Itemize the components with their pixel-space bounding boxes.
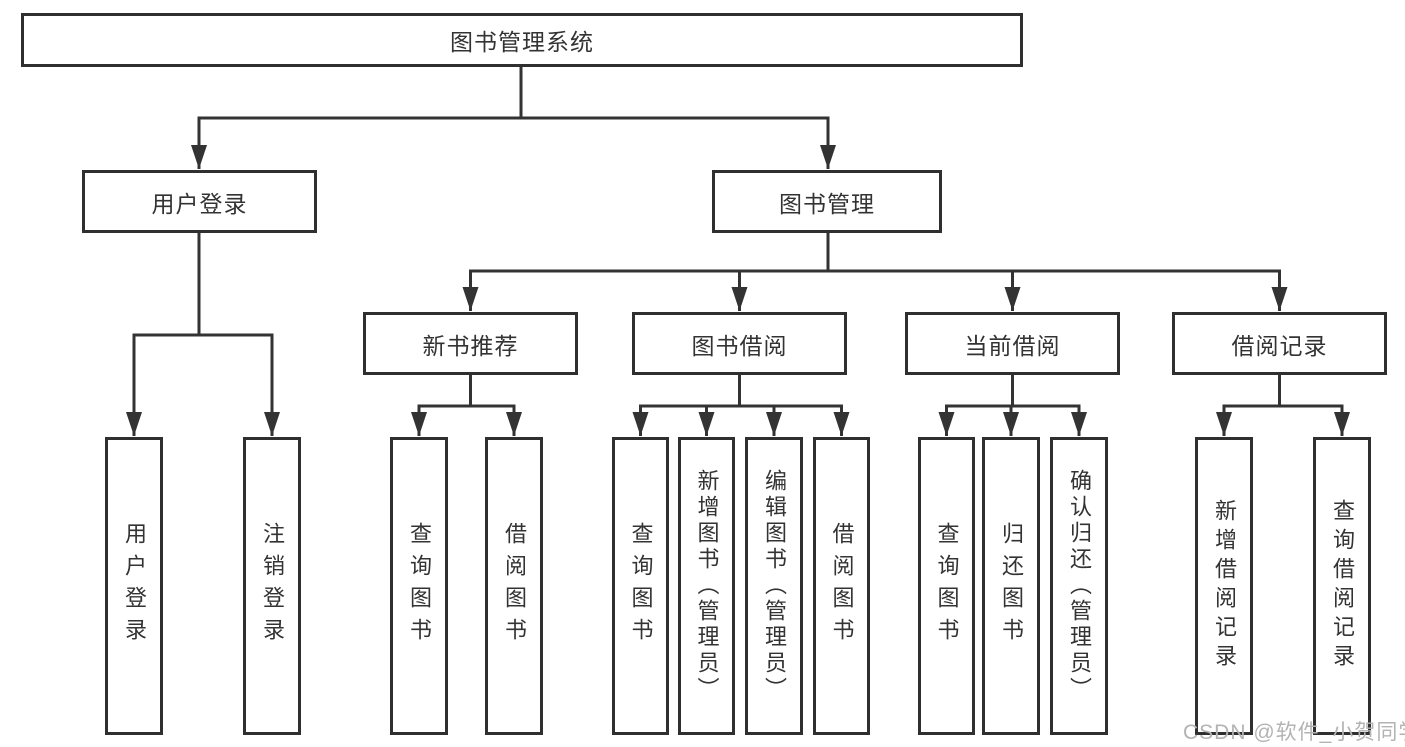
connector-current-to-leaves [938, 375, 1087, 436]
leaf-confirm-return-admin: 确认归还（管理员） [1050, 437, 1108, 735]
leaf-query-borrow-record-label: 查询借阅记录 [1330, 499, 1355, 673]
leaf-edit-book-admin: 编辑图书（管理员） [745, 437, 803, 735]
leaf-logout-login-label: 注销登录 [260, 522, 285, 650]
leaf-add-borrow-record: 新增借阅记录 [1195, 437, 1253, 735]
leaf-query-books-recommend: 查询图书 [390, 437, 448, 735]
connector-root-to-level2 [191, 67, 836, 169]
node-user-login-label: 用户登录 [151, 190, 248, 217]
root-node-system-title: 图书管理系统 [21, 13, 1023, 67]
leaf-query-books-borrow-label: 查询图书 [628, 522, 654, 650]
leaf-query-books-borrow: 查询图书 [612, 437, 669, 735]
node-borrow-records-label: 借阅记录 [1231, 332, 1328, 359]
csdn-watermark: CSDN @软件_小贺同学 [1183, 721, 1405, 744]
leaf-borrow-books-borrow-label: 借阅图书 [829, 522, 855, 650]
connector-bookmgmt-to-level3 [462, 233, 1288, 311]
leaf-borrow-books-recommend-label: 借阅图书 [502, 522, 527, 650]
leaf-user-login: 用户登录 [105, 437, 163, 735]
node-new-book-recommend: 新书推荐 [363, 312, 578, 375]
leaf-query-borrow-record: 查询借阅记录 [1313, 437, 1371, 735]
leaf-return-book-label: 归还图书 [999, 522, 1024, 650]
connector-userlogin-to-leaves [126, 233, 280, 436]
node-current-borrow-label: 当前借阅 [964, 332, 1061, 359]
leaf-add-book-admin-label: 新增图书（管理员） [694, 469, 720, 703]
node-book-borrow: 图书借阅 [632, 312, 847, 375]
connector-records-to-leaves [1216, 375, 1350, 436]
root-node-label: 图书管理系统 [450, 29, 594, 55]
connector-borrow-to-leaves [632, 375, 850, 436]
node-book-management: 图书管理 [712, 170, 942, 233]
leaf-borrow-books-recommend: 借阅图书 [485, 437, 543, 735]
leaf-add-book-admin: 新增图书（管理员） [678, 437, 735, 735]
leaf-logout-login: 注销登录 [243, 437, 301, 735]
node-new-book-recommend-label: 新书推荐 [422, 332, 519, 359]
leaf-edit-book-admin-label: 编辑图书（管理员） [762, 469, 787, 703]
node-user-login: 用户登录 [82, 170, 317, 233]
leaf-add-borrow-record-label: 新增借阅记录 [1212, 499, 1237, 673]
leaf-borrow-books-borrow: 借阅图书 [813, 437, 870, 735]
node-current-borrow: 当前借阅 [905, 312, 1120, 375]
node-book-management-label: 图书管理 [779, 190, 875, 217]
leaf-return-book: 归还图书 [982, 437, 1040, 735]
leaf-query-books-current-label: 查询图书 [934, 522, 960, 650]
leaf-user-login-label: 用户登录 [122, 522, 147, 650]
leaf-confirm-return-admin-label: 确认归还（管理员） [1067, 469, 1092, 703]
node-book-borrow-label: 图书借阅 [691, 332, 788, 359]
leaf-query-books-recommend-label: 查询图书 [407, 522, 432, 650]
connector-recommend-to-leaves [411, 375, 522, 436]
node-borrow-records: 借阅记录 [1172, 312, 1387, 375]
leaf-query-books-current: 查询图书 [918, 437, 975, 735]
